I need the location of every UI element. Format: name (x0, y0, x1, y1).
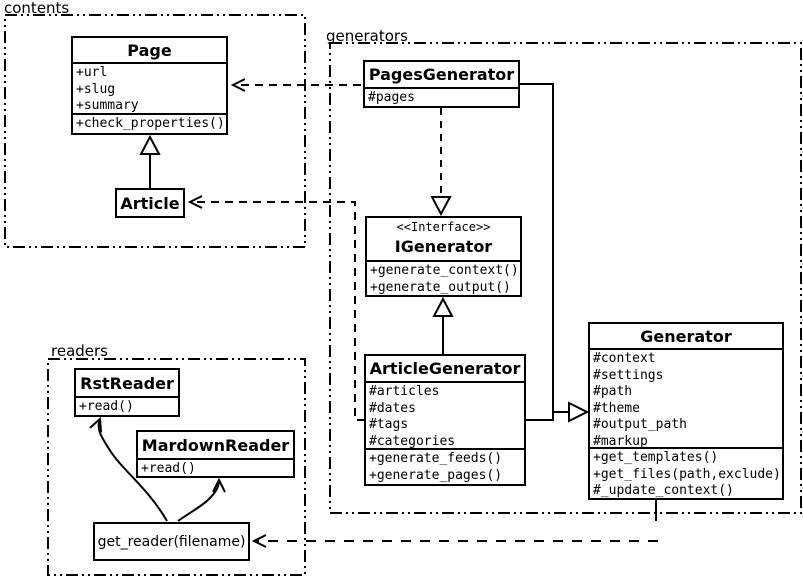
function-box-getreader: get_reader(filename) (93, 522, 250, 561)
inheritance-triangle-generator (568, 401, 590, 423)
method-row: #_update_context() (593, 483, 734, 498)
attributes-compartment: #articles #dates #tags #categories (366, 381, 524, 449)
attr-row: #markup (593, 433, 648, 449)
methods-compartment: +get_templates() +get_files(path,exclude… (590, 447, 782, 498)
class-box-rstreader: RstReader +read() (74, 368, 180, 417)
inheritance-triangle-articlegenerator-igenerator (432, 296, 454, 317)
dependency-arrow-articlegenerator-article (187, 195, 365, 421)
attr-row: #context (593, 351, 656, 366)
realization-triangle-pagesgenerator-igenerator (430, 196, 452, 217)
class-title-generator: Generator (640, 326, 732, 346)
class-title-igenerator: IGenerator (394, 237, 493, 256)
method-row: +generate_context() (370, 263, 519, 278)
stereotype-label: <<Interface>> (396, 220, 491, 234)
method-row: +get_files(path,exclude) (593, 466, 781, 482)
class-box-mardownreader: MardownReader +read() (136, 430, 295, 478)
class-title-article: Article (120, 193, 180, 213)
arrow-getreader-mardownreader (177, 477, 226, 522)
attr-row: #pages (368, 90, 415, 105)
package-border-generators (329, 42, 802, 514)
package-label-contents: contents (4, 0, 70, 17)
class-box-article: Article (115, 188, 185, 218)
attr-row: #articles (369, 384, 440, 399)
attr-row: #tags (369, 417, 409, 432)
methods-compartment: +read() (138, 458, 293, 476)
method-row: +generate_output() (370, 279, 511, 295)
method-row: +generate_feeds() (369, 451, 503, 466)
package-label-generators: generators (326, 27, 408, 45)
class-box-igenerator: <<Interface>> IGenerator +generate_conte… (365, 216, 522, 297)
class-box-page: Page +url +slug +summary +check_properti… (71, 36, 228, 135)
attributes-compartment: #pages (365, 87, 518, 106)
class-title-rstreader: RstReader (80, 373, 174, 393)
attr-row: #categories (369, 433, 456, 449)
attr-row: #theme (593, 400, 640, 416)
class-header-igenerator: <<Interface>> IGenerator (367, 218, 520, 260)
attr-row: #output_path (593, 417, 687, 432)
method-row: +generate_pages() (369, 467, 503, 483)
class-title-page: Page (127, 40, 172, 60)
inheritance-triangle-article-page (139, 134, 161, 155)
package-border-contents (4, 14, 306, 248)
attr-row: +slug (76, 81, 116, 97)
method-row: +read() (141, 461, 196, 476)
method-row: +check_properties() (76, 116, 225, 131)
class-title-mardownreader: MardownReader (141, 435, 290, 455)
inheritance-line-articlegenerator-generator (526, 412, 554, 421)
class-title-pagesgenerator: PagesGenerator (368, 65, 515, 84)
method-row: +read() (79, 399, 134, 414)
attributes-compartment: #context #settings #path #theme #output_… (590, 348, 782, 449)
class-box-articlegenerator: ArticleGenerator #articles #dates #tags … (364, 354, 526, 486)
package-label-readers: readers (51, 342, 108, 360)
attr-row: +url (76, 65, 108, 80)
attributes-compartment: +url +slug +summary (73, 62, 226, 113)
attr-row: #dates (369, 400, 416, 416)
methods-compartment: +check_properties() (73, 113, 226, 133)
method-row: +get_templates() (593, 450, 719, 465)
class-title-articlegenerator: ArticleGenerator (369, 359, 521, 378)
class-box-pagesgenerator: PagesGenerator #pages (363, 60, 520, 108)
package-border-readers (47, 358, 306, 576)
methods-compartment: +read() (76, 396, 178, 415)
attr-row: +summary (76, 98, 139, 113)
arrow-getreader-rstreader (89, 416, 168, 522)
class-box-generator: Generator #context #settings #path #them… (588, 322, 784, 500)
attr-row: #path (593, 384, 633, 399)
methods-compartment: +generate_context() +generate_output() (367, 260, 520, 295)
attr-row: #settings (593, 367, 664, 383)
methods-compartment: +generate_feeds() +generate_pages() (366, 448, 524, 484)
inheritance-line-pagesgenerator-generator (520, 83, 569, 413)
